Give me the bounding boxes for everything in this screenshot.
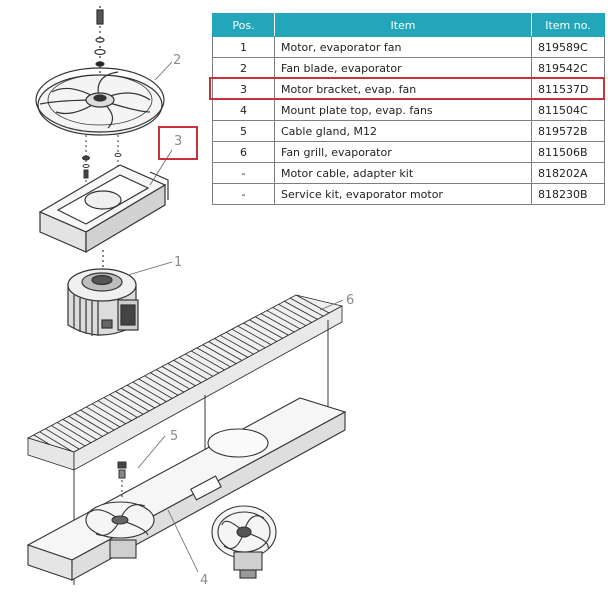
row-item: Mount plate top, evap. fans <box>274 99 532 121</box>
fan-blade <box>35 67 165 136</box>
row-pos: 4 <box>212 99 275 121</box>
motor-bracket <box>38 164 169 254</box>
fan-motor <box>67 250 139 336</box>
callout-leaders <box>127 61 344 573</box>
row-item-no: 819542C <box>531 57 605 79</box>
row-item-no: 818230B <box>531 183 605 205</box>
top-screw-stack <box>94 6 106 95</box>
row-item-no: 819589C <box>531 36 605 58</box>
parts-table-header: Pos. Item Item no. <box>212 13 605 37</box>
callout-6: 6 <box>346 293 354 308</box>
fan-grill <box>26 294 344 585</box>
table-row: 1 Motor, evaporator fan 819589C <box>212 36 605 58</box>
row-item-no: 811537D <box>531 78 605 100</box>
row-pos: 1 <box>212 36 275 58</box>
table-row: - Service kit, evaporator motor 818230B <box>212 183 605 205</box>
row-item-no: 811504C <box>531 99 605 121</box>
table-row-highlighted: 3 Motor bracket, evap. fan 811537D <box>212 78 605 100</box>
row-pos: 3 <box>212 78 275 100</box>
row-item-no: 811506B <box>531 141 605 163</box>
row-item: Cable gland, M12 <box>274 120 532 142</box>
callout-3-highlight-box <box>158 126 198 160</box>
callout-4: 4 <box>200 573 208 588</box>
row-item-no: 818202A <box>531 162 605 184</box>
header-item-no: Item no. <box>531 13 605 37</box>
table-row: 4 Mount plate top, evap. fans 811504C <box>212 99 605 121</box>
table-row: 5 Cable gland, M12 819572B <box>212 120 605 142</box>
header-item: Item <box>274 13 532 37</box>
fan-assembly-right <box>211 505 277 579</box>
row-pos: - <box>212 183 275 205</box>
table-row: 6 Fan grill, evaporator 811506B <box>212 141 605 163</box>
header-pos: Pos. <box>212 13 275 37</box>
row-item: Motor bracket, evap. fan <box>274 78 532 100</box>
row-item: Fan grill, evaporator <box>274 141 532 163</box>
cable-gland <box>117 461 127 500</box>
callout-5: 5 <box>170 429 178 444</box>
row-item: Service kit, evaporator motor <box>274 183 532 205</box>
mounted-fan-left <box>85 501 155 559</box>
callout-1: 1 <box>174 255 182 270</box>
row-item: Motor, evaporator fan <box>274 36 532 58</box>
row-item-no: 819572B <box>531 120 605 142</box>
row-pos: 6 <box>212 141 275 163</box>
parts-table: Pos. Item Item no. 1 Motor, evaporator f… <box>212 13 605 205</box>
table-row: 2 Fan blade, evaporator 819542C <box>212 57 605 79</box>
table-row: - Motor cable, adapter kit 818202A <box>212 162 605 184</box>
callout-2: 2 <box>173 53 181 68</box>
callout-3: 3 <box>174 134 182 149</box>
row-pos: 5 <box>212 120 275 142</box>
row-item: Motor cable, adapter kit <box>274 162 532 184</box>
row-pos: 2 <box>212 57 275 79</box>
row-pos: - <box>212 162 275 184</box>
row-item: Fan blade, evaporator <box>274 57 532 79</box>
